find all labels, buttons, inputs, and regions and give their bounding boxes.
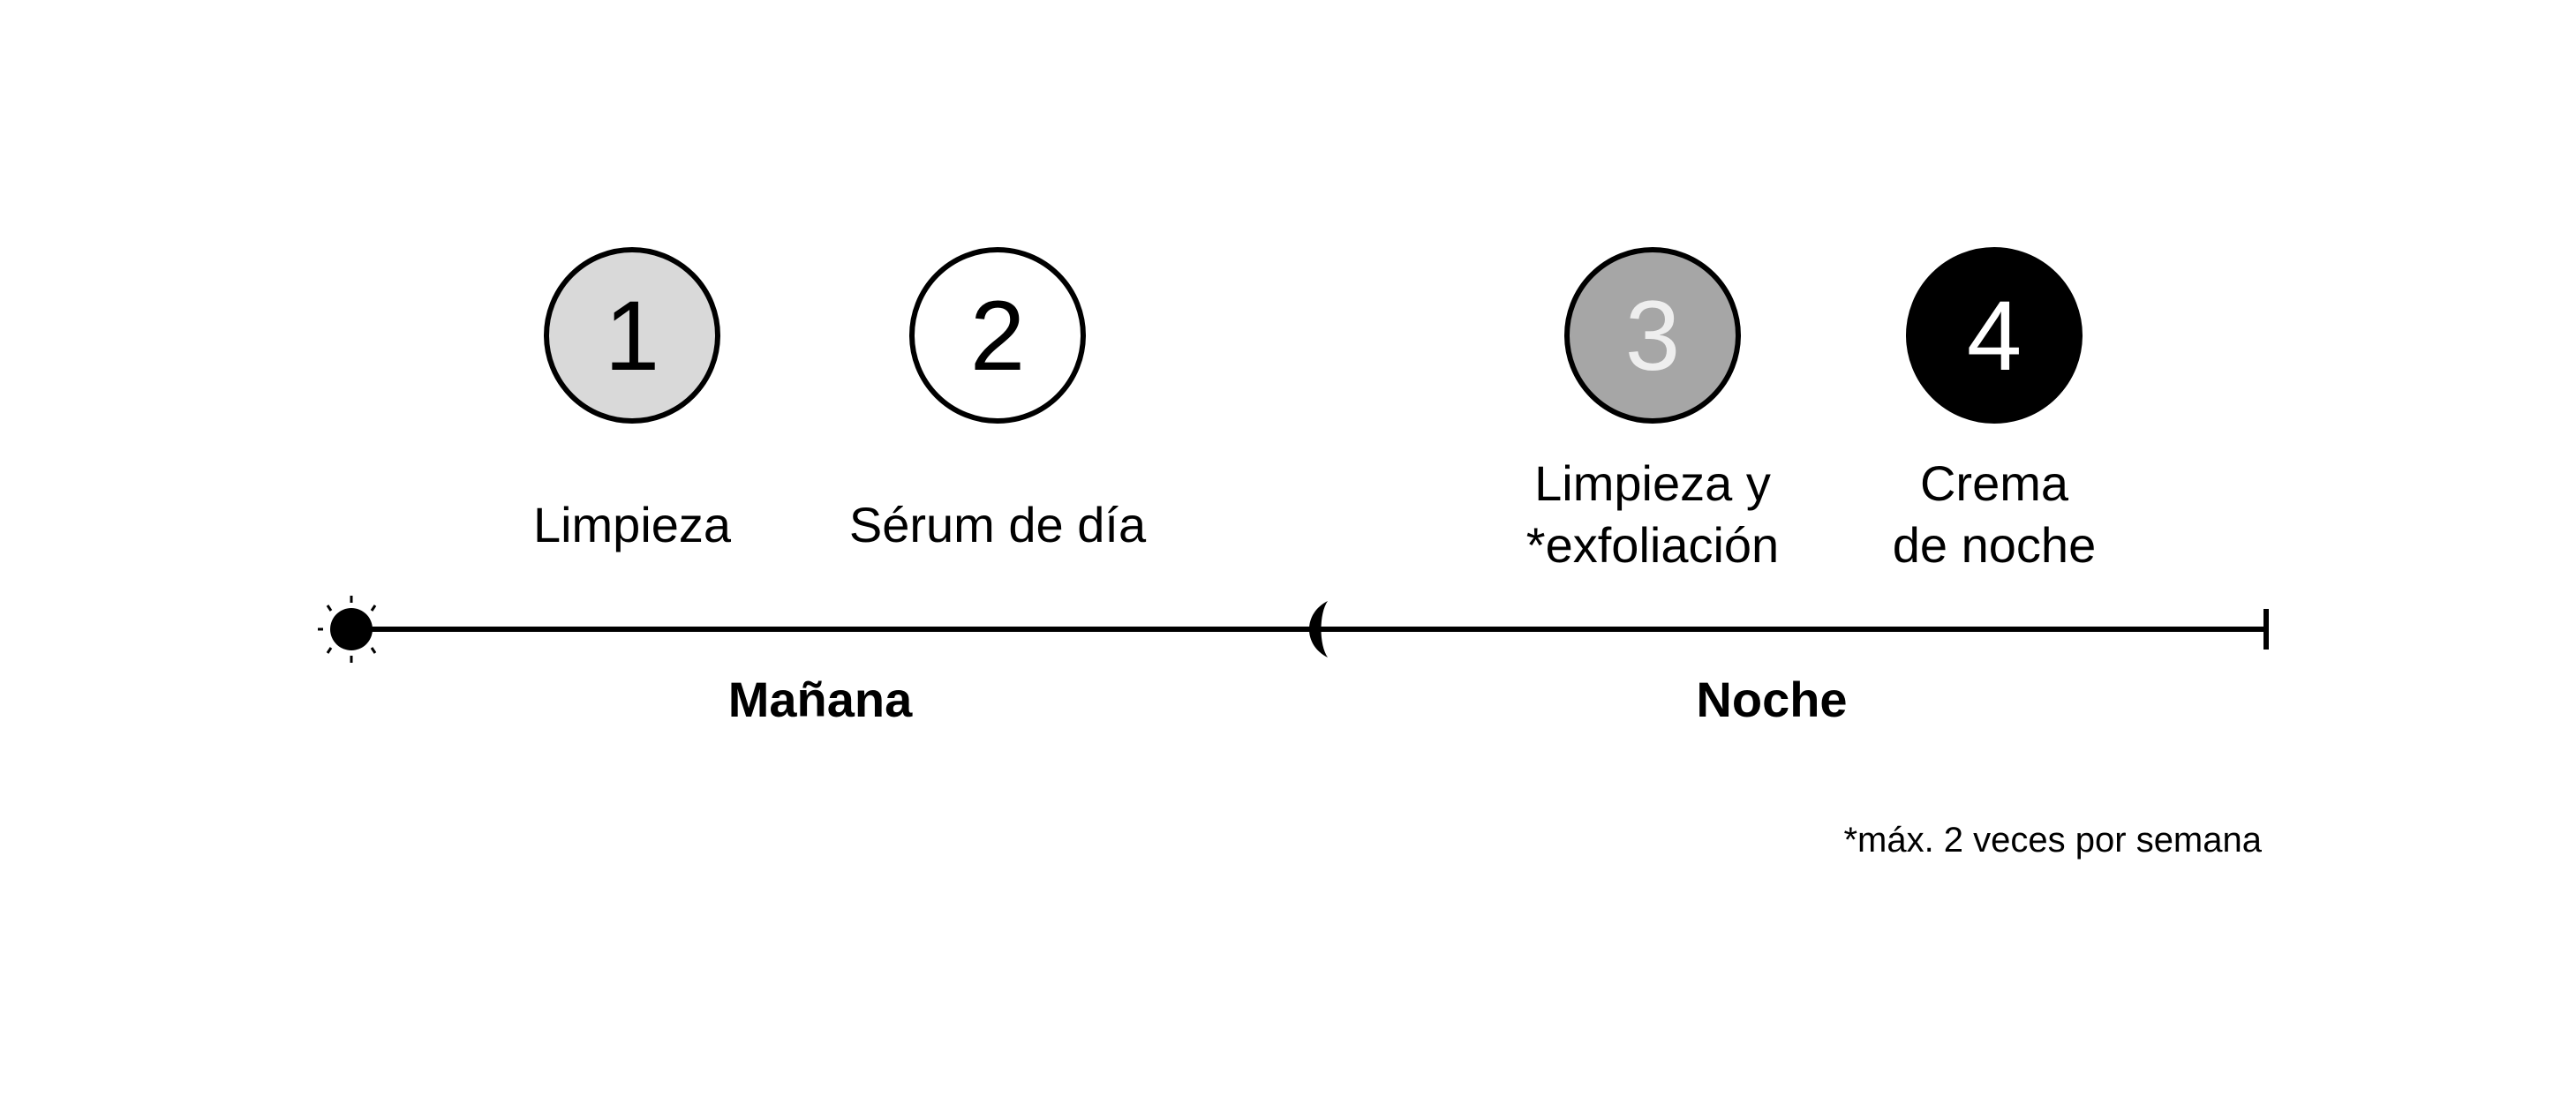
step-2-label: Sérum de día	[848, 497, 1147, 552]
step-4-circle: 4	[1906, 247, 2083, 424]
step-1-number: 1	[604, 280, 660, 391]
step-3-number: 3	[1624, 280, 1681, 391]
step-4-number: 4	[1966, 280, 2022, 391]
step-4-label-line1: Crema	[1919, 455, 2069, 511]
step-3-circle: 3	[1564, 247, 1741, 424]
step-2-number: 2	[969, 280, 1026, 391]
moon-icon	[1309, 601, 1328, 657]
step-4-label: Crema de noche	[1809, 453, 2180, 576]
step-4-label-line2: de noche	[1892, 517, 2097, 573]
sun-icon	[318, 596, 377, 663]
footnote: *máx. 2 veces por semana	[1843, 821, 2262, 860]
night-label: Noche	[1696, 672, 1848, 727]
step-2-circle: 2	[909, 247, 1086, 424]
step-1-label: Limpieza	[532, 497, 732, 552]
step-3-label: Limpieza y *exfoliación	[1467, 453, 1838, 576]
step-3-label-line1: Limpieza y	[1534, 455, 1771, 511]
step-1-circle: 1	[544, 247, 720, 424]
morning-label: Mañana	[727, 672, 913, 727]
step-3-label-line2: *exfoliación	[1525, 517, 1780, 573]
